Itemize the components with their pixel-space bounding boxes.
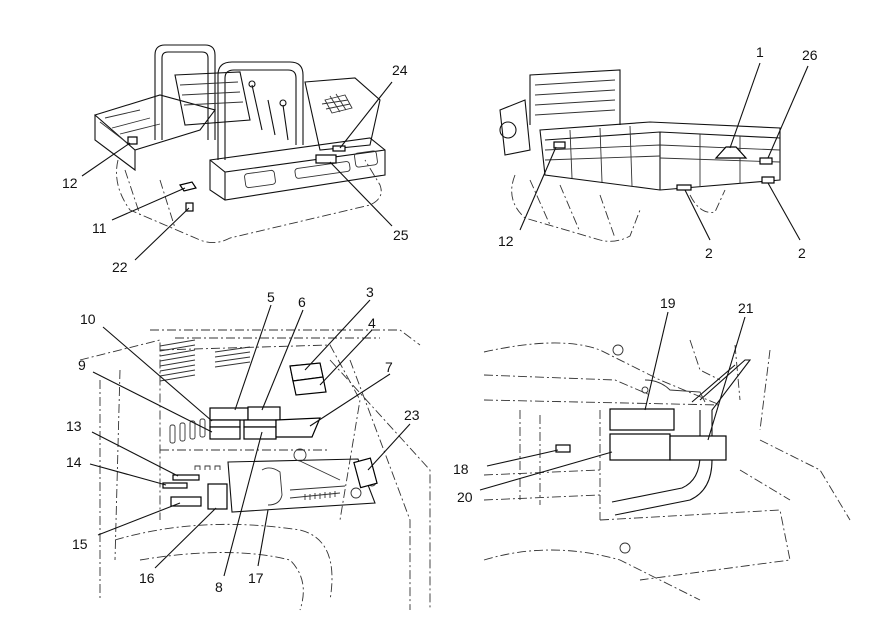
callout-label: 5 [267,289,275,305]
callout-label: 6 [298,294,306,310]
callout-label: 11 [92,220,107,236]
decal-2-right [761,176,775,184]
decal-6 [247,406,281,421]
decal-6b [243,419,277,428]
callout-label: 19 [660,295,676,311]
callout-label: 8 [215,579,223,595]
panel-side-compartment: 19 21 18 20 [453,295,851,601]
decal-10 [209,419,241,428]
decal-13 [172,474,200,481]
decal-18 [555,444,571,453]
decal-20 [609,433,671,461]
decal-5 [209,407,249,421]
callout-label: 2 [705,245,713,261]
callout-label: 13 [66,418,82,434]
decal-7 [275,417,321,438]
callout-label: 4 [368,315,376,331]
decal-19 [609,408,675,431]
callout-label: 2 [798,245,806,261]
callout-label: 18 [453,461,469,477]
callout-label: 20 [457,489,473,505]
decal-2-left [676,184,692,191]
decal-12-front [127,136,138,145]
decal-26 [759,157,773,165]
callout-label: 10 [80,311,96,327]
callout-label: 22 [112,259,128,275]
callout-label: 21 [738,300,754,316]
callout-label: 26 [802,47,818,63]
callout-label: 16 [139,570,155,586]
decal-24 [332,145,346,152]
decal-16 [207,483,228,510]
callout-label: 9 [78,357,86,373]
decal-1 [714,146,748,159]
callout-label: 15 [72,536,88,552]
decal-25 [315,154,337,164]
callout-label: 25 [393,227,409,243]
callout-label: 24 [392,62,408,78]
callout-label: 7 [385,359,393,375]
decal-15 [170,496,202,507]
decal-9 [209,426,241,440]
panel-rear-view: 1 26 12 2 2 [498,44,818,261]
callout-label: 3 [366,284,374,300]
decal-4 [292,376,327,396]
callout-label: 23 [404,407,420,423]
callout-label: 17 [248,570,264,586]
decal-12-rear [553,141,566,149]
panel-front-view: 24 12 11 22 25 [62,44,409,275]
callout-label: 1 [756,44,764,60]
decal-21 [669,435,727,461]
panel-operator-area: 5 6 3 4 10 9 7 13 14 23 15 16 8 17 [66,284,431,611]
callout-label: 14 [66,454,82,470]
callout-label: 12 [498,233,514,249]
callout-label: 12 [62,175,78,191]
decal-23 [353,457,378,489]
decal-14 [162,482,188,489]
decal-22 [185,202,194,212]
decal-8 [243,426,277,440]
